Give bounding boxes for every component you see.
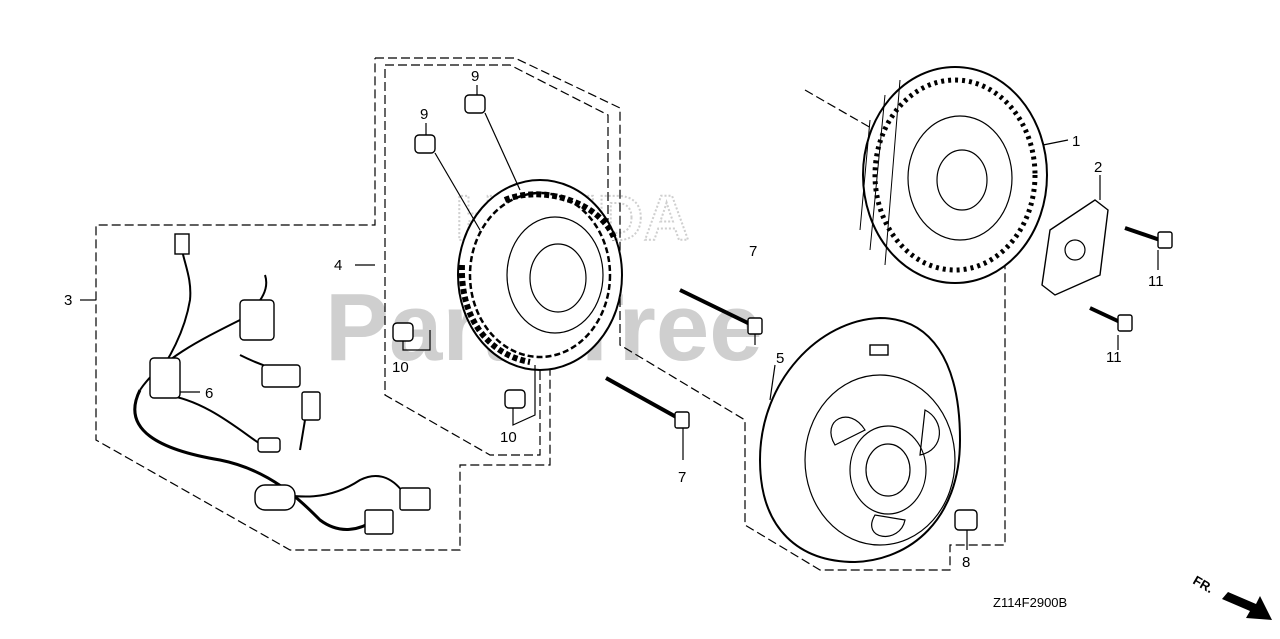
callout-11-bottom: 11 xyxy=(1106,349,1122,366)
connector-coupler-a xyxy=(399,487,431,511)
callout-3: 3 xyxy=(64,292,72,309)
callout-5: 5 xyxy=(776,350,784,367)
connector-plug xyxy=(301,391,321,421)
callout-6: 6 xyxy=(205,385,213,402)
plate-2 xyxy=(1041,199,1109,296)
leader-lines xyxy=(80,85,1159,550)
nut-8 xyxy=(954,509,978,531)
direction-label: FR. xyxy=(1191,573,1217,596)
direction-arrow: FR. xyxy=(1191,573,1272,620)
collar-9-top xyxy=(464,94,486,114)
rotor-key xyxy=(869,344,889,356)
callout-9-left: 9 xyxy=(420,106,428,123)
bolts-11 xyxy=(1089,226,1173,332)
bolt-11-bottom-head xyxy=(1117,314,1133,332)
fan xyxy=(859,66,1048,284)
stator-inner-outline xyxy=(384,64,609,456)
callout-2: 2 xyxy=(1094,159,1102,176)
wire-terminal xyxy=(257,437,281,453)
collars xyxy=(392,94,526,409)
rotor-outline xyxy=(619,89,1006,571)
group-outlines xyxy=(95,57,1006,571)
direction-arrow-icon xyxy=(1222,592,1272,620)
bolts-7 xyxy=(605,288,763,429)
callout-7-top: 7 xyxy=(749,243,757,260)
callout-1: 1 xyxy=(1072,133,1080,150)
callout-10-left: 10 xyxy=(392,359,409,376)
callout-4: 4 xyxy=(334,257,342,274)
callout-8: 8 xyxy=(962,554,970,571)
grommet-6 xyxy=(149,357,181,399)
connector-terminal xyxy=(174,233,190,255)
bolt-7-top-head xyxy=(747,317,763,335)
rotor xyxy=(758,316,962,564)
collar-10-left xyxy=(392,322,414,342)
connector-coupler-b xyxy=(364,509,394,535)
callouts: 1 2 3 4 5 6 7 7 8 9 9 10 10 11 11 xyxy=(64,68,1164,571)
stator-group-outline xyxy=(95,57,621,551)
wire-sleeve xyxy=(254,484,296,511)
collar-10-bottom xyxy=(504,389,526,409)
connector-block xyxy=(239,299,275,341)
wire-harness xyxy=(133,233,431,535)
connector-clip xyxy=(261,364,301,388)
bolt-11-top-head xyxy=(1157,231,1173,249)
callout-7-bottom: 7 xyxy=(678,469,686,486)
collar-9-left xyxy=(414,134,436,154)
callout-9-top: 9 xyxy=(471,68,479,85)
callout-11-top: 11 xyxy=(1148,273,1164,290)
callout-10-bottom: 10 xyxy=(500,429,517,446)
drawing-code: Z114F2900B xyxy=(993,595,1067,610)
bolt-7-bottom-head xyxy=(674,411,690,429)
stator xyxy=(457,179,623,371)
